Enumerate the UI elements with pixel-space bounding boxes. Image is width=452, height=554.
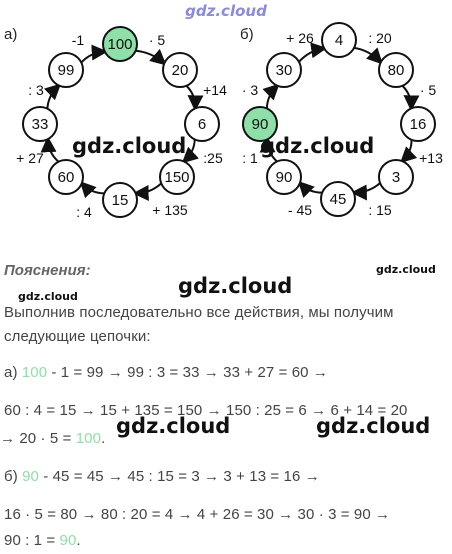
- chain-arrow: [297, 180, 323, 198]
- chain-arrow: [399, 139, 418, 164]
- chain-node-circle: [102, 26, 138, 62]
- chain-node-circle: [242, 106, 278, 142]
- chain-arrow: [259, 136, 278, 163]
- chain-node-circle: [378, 159, 414, 195]
- chain-node-value: 20: [172, 62, 189, 79]
- chain-node-circle: [320, 181, 356, 217]
- watermark-top: gdz.cloud: [185, 2, 267, 20]
- chain-node-value: 99: [58, 62, 75, 79]
- chain-arrow: [43, 83, 62, 109]
- chain-diagrams: 100 20 6 150 15 60 33 99 · 5 +14 :25 + 135 : 4 + 27 : …: [16, 22, 443, 220]
- watermark-small: gdz.cloud: [376, 263, 436, 276]
- chain-node-value: 3: [392, 169, 400, 186]
- chain-operation-label: : 4: [76, 204, 92, 220]
- chain-arrow: [181, 139, 199, 164]
- chain-node-value: 15: [112, 192, 129, 209]
- chain-operation-label: -1: [72, 32, 85, 48]
- part-b-label: б): [240, 26, 254, 43]
- chain-operation-label: - 45: [288, 202, 312, 218]
- chain-node-value: 4: [335, 32, 343, 49]
- chain-arrow: [40, 136, 60, 163]
- chain-arrow: [262, 83, 280, 109]
- chain-node-circle: [266, 52, 302, 88]
- intro-line-2: следующие цепочки:: [4, 328, 151, 345]
- explanation-heading: Пояснения:: [4, 262, 91, 279]
- chain-a-steps-3: → 20 · 5 =: [0, 430, 76, 447]
- chain-arrow: [401, 85, 420, 112]
- chain-node-value: 90: [252, 116, 269, 133]
- part-a-label: а): [4, 26, 18, 43]
- chain-node-value: 90: [276, 169, 293, 186]
- chain-node-circle: [22, 106, 58, 142]
- chain-node-value: 100: [107, 36, 132, 53]
- chain-node-circle: [48, 52, 84, 88]
- chain-b-label: б): [4, 468, 23, 485]
- chain-arrow: [80, 44, 108, 64]
- chain-a-label: а): [4, 364, 22, 381]
- chain-operation-label: · 5: [420, 82, 437, 98]
- chain-a: 100 20 6 150 15 60 33 99 · 5 +14 :25 + 135 : 4 + 27 : …: [16, 26, 227, 220]
- watermark: gdz.cloud: [72, 134, 187, 158]
- chain-a-end-value: 100: [75, 430, 102, 447]
- chain-operation-label: + 26: [286, 30, 314, 46]
- chain-b-period: .: [76, 532, 81, 549]
- chain-arrow: [135, 48, 167, 66]
- chain-b-steps-3: 90 : 1 =: [4, 532, 60, 549]
- chain-b: 4 80 16 3 45 90 90 30 : 20 · 5 +13 : 15 - 45 : 1 · 3 + …: [242, 22, 443, 218]
- chain-a-line-2: 60 : 4 = 15 → 15 + 135 = 150 → 150 : 25 …: [4, 402, 408, 419]
- watermark: gdz.cloud: [116, 414, 231, 438]
- chain-operation-label: · 3: [242, 82, 259, 98]
- chain-arrow: [79, 181, 105, 199]
- chain-node-circle: [48, 159, 84, 195]
- chain-operation-label: : 1: [242, 150, 258, 166]
- chain-operation-label: : 3: [28, 82, 44, 98]
- chain-arrow: [185, 85, 204, 112]
- chain-node-circle: [184, 106, 220, 142]
- chain-node-circle: [162, 52, 198, 88]
- chain-operation-label: +13: [419, 150, 443, 166]
- chain-b-line-2: 16 · 5 = 80 → 80 : 20 = 4 → 4 + 26 = 30 …: [4, 506, 391, 523]
- watermark: gdz.cloud: [316, 414, 431, 438]
- chain-node-value: 30: [276, 62, 293, 79]
- chain-operation-label: : 15: [368, 202, 392, 218]
- chain-node-value: 60: [58, 169, 75, 186]
- chain-operation-label: :25: [203, 150, 223, 166]
- watermark: gdz.cloud: [260, 134, 375, 158]
- chain-arrow: [350, 182, 381, 201]
- chain-operation-label: · 5: [149, 32, 166, 48]
- chain-operation-label: + 27: [16, 150, 44, 166]
- chain-b-line-1: б) 90 - 45 = 45 → 45 : 15 = 3 → 3 + 13 =…: [4, 468, 320, 485]
- chain-a-period: .: [101, 430, 106, 447]
- chain-node-circle: [102, 182, 138, 218]
- chain-node-circle: [159, 159, 195, 195]
- chain-arrow: [353, 46, 383, 65]
- chain-operation-label: + 135: [152, 202, 188, 218]
- chain-node-value: 150: [164, 169, 189, 186]
- chain-operation-label: : 20: [368, 30, 392, 46]
- chain-node-circle: [266, 159, 302, 195]
- chain-node-circle: [321, 22, 357, 58]
- chain-a-steps-1: - 1 = 99 → 99 : 3 = 33 → 33 + 27 = 60 →: [47, 364, 328, 381]
- watermark-small: gdz.cloud: [18, 290, 78, 303]
- chain-a-line-1: а) 100 - 1 = 99 → 99 : 3 = 33 → 33 + 27 …: [4, 364, 328, 381]
- chain-node-value: 6: [198, 116, 206, 133]
- chain-a-start-value: 100: [21, 364, 48, 381]
- chain-node-value: 80: [388, 62, 405, 79]
- chain-node-value: 33: [32, 116, 49, 133]
- intro-line-1: Выполнив последовательно все действия, м…: [4, 304, 394, 321]
- chain-b-steps-1: - 45 = 45 → 45 : 15 = 3 → 3 + 13 = 16 →: [38, 468, 320, 485]
- chain-operation-label: +14: [203, 82, 227, 98]
- chain-arrow: [132, 182, 162, 201]
- chain-node-value: 45: [330, 191, 347, 208]
- chain-node-value: 16: [410, 116, 427, 133]
- chain-b-end-value: 90: [59, 532, 77, 549]
- chain-node-circle: [400, 106, 436, 142]
- chain-b-line-3: 90 : 1 = 90.: [4, 532, 81, 549]
- chain-b-start-value: 90: [22, 468, 39, 485]
- chain-arrow: [298, 42, 328, 63]
- chain-a-line-3: → 20 · 5 = 100.: [0, 430, 105, 447]
- watermark: gdz.cloud: [178, 274, 293, 298]
- chain-node-circle: [378, 52, 414, 88]
